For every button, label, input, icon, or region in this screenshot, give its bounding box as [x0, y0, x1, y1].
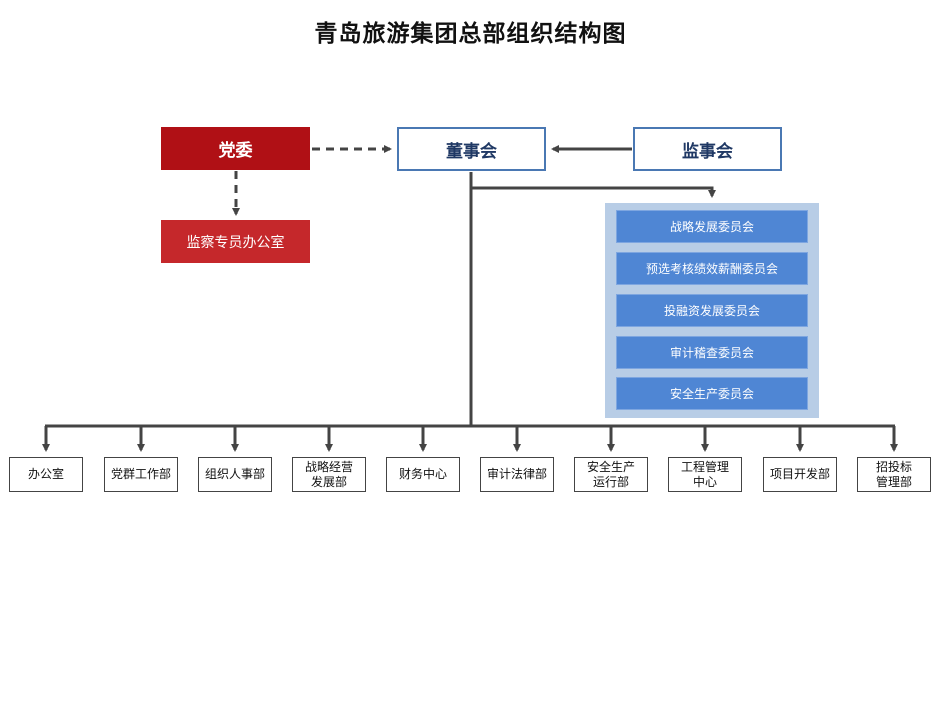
- board-of-supervisors-box: 监事会: [633, 127, 782, 171]
- committee-nomination-compensation: 预选考核绩效薪酬委员会: [616, 252, 808, 285]
- board-of-directors-box: 董事会: [397, 127, 546, 171]
- party-committee-box: 党委: [161, 127, 310, 170]
- board-to-committees-connector: [471, 186, 716, 198]
- inspection-office-box: 监察专员办公室: [161, 220, 310, 263]
- page-title: 青岛旅游集团总部组织结构图: [314, 21, 627, 47]
- dept-hr: 组织人事部: [198, 457, 272, 492]
- committee-investment: 投融资发展委员会: [616, 294, 808, 327]
- dept-safety-operations: 安全生产 运行部: [574, 457, 648, 492]
- dept-bidding: 招投标 管理部: [857, 457, 931, 492]
- dept-strategy: 战略经营 发展部: [292, 457, 366, 492]
- dept-engineering: 工程管理 中心: [668, 457, 742, 492]
- committee-safety: 安全生产委员会: [616, 377, 808, 410]
- dept-project-development: 项目开发部: [763, 457, 837, 492]
- committee-strategy: 战略发展委员会: [616, 210, 808, 243]
- dept-finance: 财务中心: [386, 457, 460, 492]
- dept-office: 办公室: [9, 457, 83, 492]
- committee-audit: 审计稽查委员会: [616, 336, 808, 369]
- dept-party-affairs: 党群工作部: [104, 457, 178, 492]
- dept-audit-legal: 审计法律部: [480, 457, 554, 492]
